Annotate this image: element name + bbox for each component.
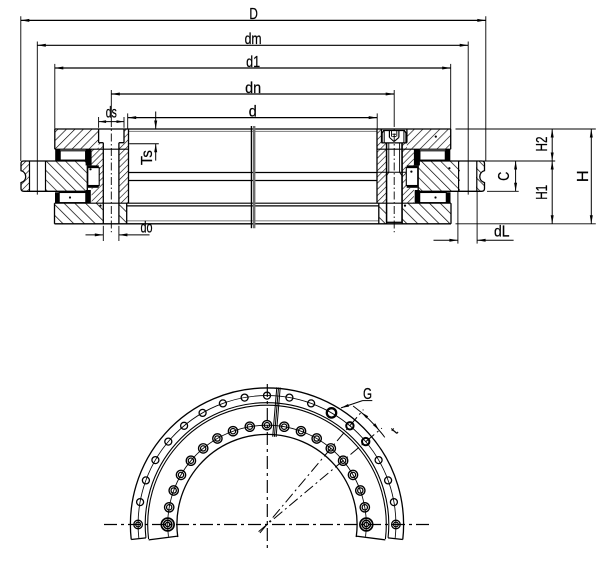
- svg-text:dn: dn: [245, 80, 261, 97]
- svg-text:dL: dL: [494, 224, 510, 241]
- svg-text:C: C: [496, 172, 513, 181]
- svg-text:d1: d1: [246, 54, 260, 71]
- svg-text:Ts: Ts: [139, 150, 156, 165]
- svg-text:dm: dm: [245, 31, 262, 48]
- svg-text:G: G: [363, 386, 372, 403]
- svg-text:H2: H2: [534, 137, 551, 152]
- svg-text:H1: H1: [534, 185, 551, 200]
- svg-text:do: do: [141, 219, 153, 236]
- svg-text:d: d: [249, 103, 257, 120]
- svg-text:H: H: [575, 170, 592, 182]
- svg-text:ds: ds: [106, 105, 117, 122]
- svg-text:D: D: [249, 6, 258, 23]
